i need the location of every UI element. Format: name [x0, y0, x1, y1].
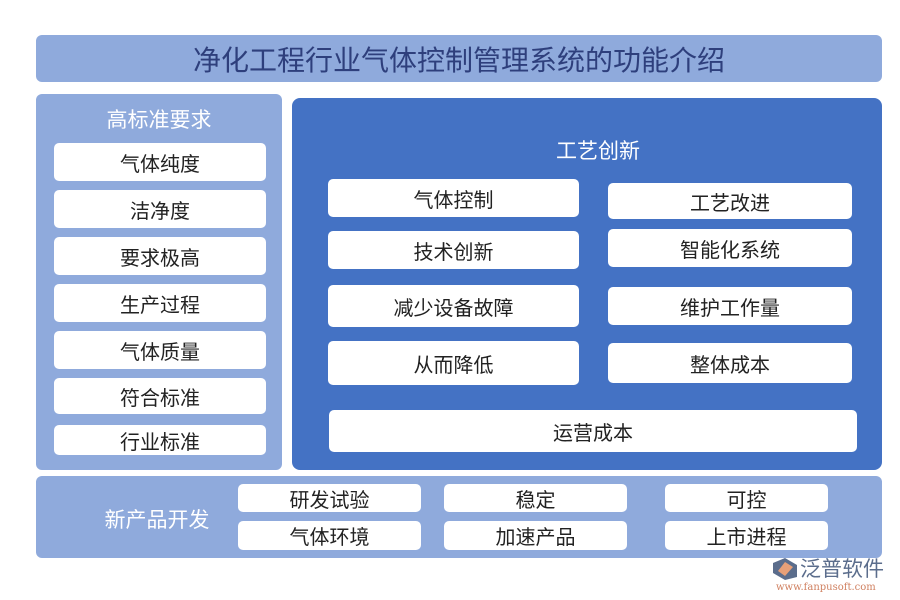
left-item: 气体质量: [54, 331, 266, 369]
fanpu-logo: 泛普软件 www.fanpusoft.com: [772, 553, 897, 598]
operating-cost-box: 运营成本: [329, 410, 857, 452]
innovation-item: 整体成本: [608, 343, 852, 383]
product-item: 可控: [665, 484, 828, 512]
innovation-item: 维护工作量: [608, 287, 852, 325]
product-item: 稳定: [444, 484, 627, 512]
innovation-item: 工艺改进: [608, 183, 852, 219]
process-innovation-panel: 工艺创新 气体控制 技术创新 减少设备故障 从而降低 工艺改进 智能化系统 维护…: [292, 98, 882, 470]
product-item: 加速产品: [444, 521, 627, 550]
product-item: 上市进程: [665, 521, 828, 550]
left-item: 行业标准: [54, 425, 266, 455]
innovation-item: 智能化系统: [608, 229, 852, 267]
new-product-label: 新产品开发: [104, 508, 210, 532]
left-item: 要求极高: [54, 237, 266, 275]
innovation-item: 技术创新: [328, 231, 579, 269]
innovation-item: 减少设备故障: [328, 285, 579, 327]
left-item: 生产过程: [54, 284, 266, 322]
left-item: 气体纯度: [54, 143, 266, 181]
logo-mark-icon: [773, 558, 797, 580]
left-item: 洁净度: [54, 190, 266, 228]
process-innovation-heading: 工艺创新: [556, 139, 640, 163]
innovation-item: 气体控制: [328, 179, 579, 217]
logo-name: 泛普软件: [800, 557, 884, 581]
page-title: 净化工程行业气体控制管理系统的功能介绍: [36, 35, 882, 82]
product-item: 研发试验: [238, 484, 421, 512]
innovation-item: 从而降低: [328, 341, 579, 385]
high-standard-heading: 高标准要求: [106, 108, 212, 132]
logo-url: www.fanpusoft.com: [776, 582, 876, 593]
product-item: 气体环境: [238, 521, 421, 550]
new-product-panel: 新产品开发 研发试验 稳定 可控 气体环境 加速产品 上市进程: [36, 476, 882, 558]
high-standard-panel: 高标准要求 气体纯度 洁净度 要求极高 生产过程 气体质量 符合标准 行业标准: [36, 94, 282, 470]
left-item: 符合标准: [54, 378, 266, 414]
